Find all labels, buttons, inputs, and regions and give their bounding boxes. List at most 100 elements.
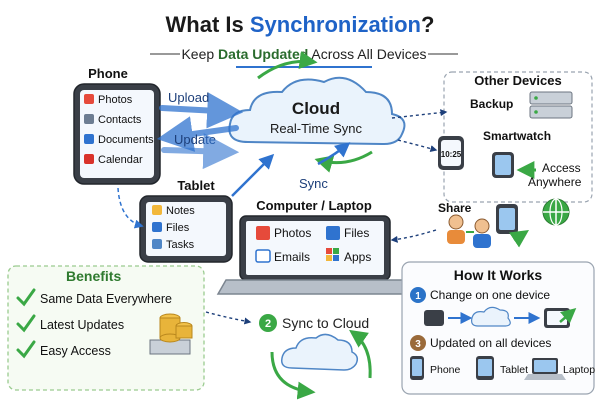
benefit-text: Same Data Everywhere [40,292,172,306]
cloud-icon [471,306,511,327]
cloud-node: Cloud Real-Time Sync [228,76,406,146]
access-label-line1: Access [542,161,581,175]
small-cloud-icon [280,333,359,371]
checkmark-icon [16,314,36,333]
benefit-text: Latest Updates [40,318,124,332]
photos-icon [256,226,270,240]
smartwatch-icon: 10:25 [438,136,464,170]
share-laptop-link [390,229,437,243]
apps-icon-tile [333,255,339,261]
smartwatch-link [397,139,438,152]
step-number-badge [410,287,426,303]
cloud-subtitle: Real-Time Sync [270,121,362,136]
checkmark-icon [16,340,36,359]
apps-icon [326,248,332,254]
step-number: 3 [415,339,421,350]
phone-label: Phone [88,66,128,81]
person-body [447,230,465,244]
laptop-base [216,279,414,295]
device-label: Tablet [500,364,528,376]
cloud-sync-arrow-bottom [314,150,373,173]
tablet-app-label: Files [166,222,190,234]
calendar-icon [84,154,94,164]
phone-app-label: Contacts [98,114,142,126]
step-number-badge [410,335,426,351]
person-body [473,234,491,248]
device-row: Phone Tablet Laptop [410,356,595,380]
phone-device: Phone Photos Contacts Documents Calendar [73,66,161,185]
files-icon [152,222,162,232]
phone-tablet-link [117,187,144,229]
benefit-item: Same Data Everywhere [16,288,172,307]
share-arrow [509,230,529,248]
step-text: Sync to Cloud [282,315,369,331]
phone-sync-arrow [161,133,240,170]
cloud-title: Cloud [292,99,340,118]
backup-link [391,109,448,119]
benefits-frame [7,265,205,391]
step-number: 2 [265,318,271,330]
benefits-title: Benefits [66,268,121,284]
step-text: Updated on all devices [430,336,551,350]
share-label: Share [438,201,472,215]
cycle-arrow-left [270,351,316,400]
contacts-icon [84,114,94,124]
benefit-item: Easy Access [16,340,111,359]
step1-flow-icons [424,306,577,328]
tablet-label: Tablet [177,178,215,193]
update-label: Update [174,132,216,147]
notes-icon [152,205,162,215]
cycle-arrow-right [349,329,372,379]
apps-icon-tile [333,248,339,254]
upload-arrow [159,92,244,129]
access-label-line2: Anywhere [528,175,582,189]
laptop-screen [246,221,384,275]
person-icon [474,218,490,234]
phone-app-label: Calendar [98,154,143,166]
sync-label: Sync [299,176,328,191]
step-number-badge [259,314,277,332]
tablet-screen [146,202,226,256]
benefits-link [205,311,252,325]
tablet-device: Tablet Notes Files Tasks [139,178,233,263]
laptop-label: Computer / Laptop [256,198,372,213]
tablet-app-label: Notes [166,205,195,217]
benefits-panel: Benefits Same Data Everywhere Latest Upd… [7,265,205,391]
laptop-app-label: Files [344,226,369,240]
coin-stack-icon [149,313,193,355]
sync-step: 2 Sync to Cloud [259,314,372,400]
tablet-app-label: Tasks [166,239,195,251]
photos-icon [84,94,94,104]
page-subtitle: Keep Data Updated Across All Devices [181,46,426,62]
checkmark-icon [16,288,36,307]
tablet-sync-arrow [231,153,275,197]
files-icon [326,226,340,240]
phone-app-label: Documents [98,134,154,146]
benefit-text: Easy Access [40,344,111,358]
email-icon [255,249,271,263]
benefit-item: Latest Updates [16,314,124,333]
other-devices-title: Other Devices [474,73,561,88]
page-title: What Is Synchronization? [166,12,435,37]
other-devices-panel: Other Devices Backup Smartwatch 10:25 Ac… [438,71,593,203]
phone-screen [80,90,154,178]
step-number: 1 [415,291,421,302]
laptop-sync-arrow [317,142,351,166]
laptop-device: Computer / Laptop Photos Files Emails Ap… [216,198,414,295]
upload-label: Upload [168,90,209,105]
device-label: Laptop [563,364,595,376]
share-section: Share [438,198,570,248]
step-text: Change on one device [430,288,550,302]
laptop-app-label: Apps [344,250,371,264]
update-arrow [156,116,239,152]
laptop-app-label: Emails [274,250,310,264]
how-it-works-panel: How It Works 1 Change on one device 3 Up… [401,261,595,395]
documents-icon [84,134,94,144]
how-it-works-title: How It Works [454,267,543,283]
device-label: Phone [430,364,461,376]
apps-icon-tile [326,255,332,261]
watch-small-icon [492,152,514,178]
phone-app-label: Photos [98,94,133,106]
tasks-icon [152,239,162,249]
